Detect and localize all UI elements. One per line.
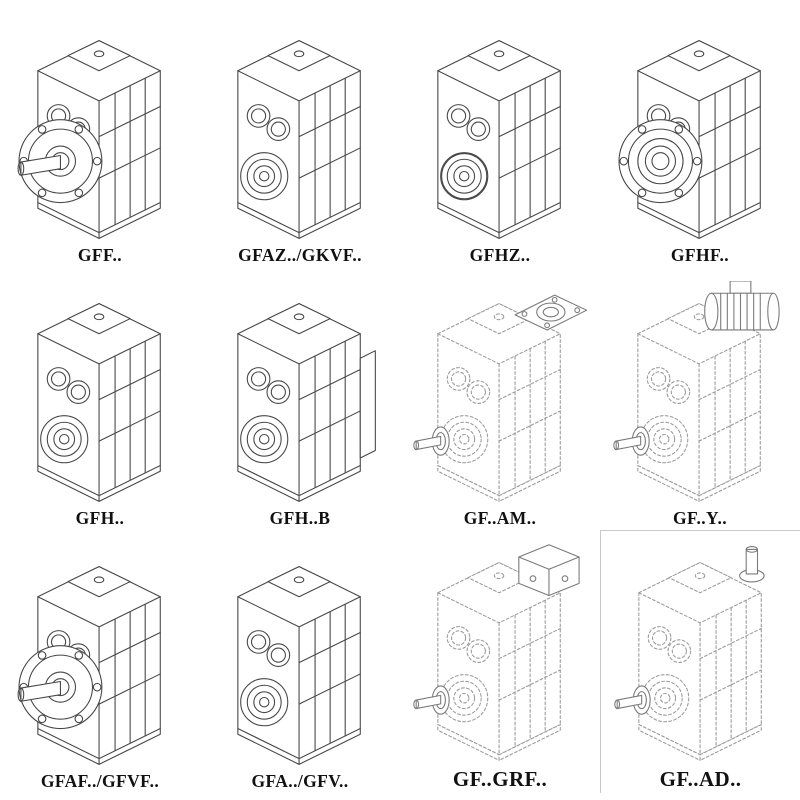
gearbox-drawing-hollow-shaft bbox=[237, 39, 361, 239]
catalog-cell-gfaz-gkvf: GFAZ../GKVF.. bbox=[200, 4, 400, 267]
catalog-cell-gfh-b: GFH..B bbox=[200, 267, 400, 530]
model-label: GF..AD.. bbox=[659, 767, 742, 791]
gearbox-drawing-input-adapter-box bbox=[413, 544, 580, 761]
model-label: GFF.. bbox=[77, 244, 123, 265]
catalog-cell-gff: GFF.. bbox=[0, 4, 200, 267]
gearbox-drawing-output-flange-solid-shaft bbox=[17, 565, 161, 765]
model-label: GFAZ../GKVF.. bbox=[238, 244, 362, 265]
catalog-cell-gfaf-gfvf: GFAF../GFVF.. bbox=[0, 530, 200, 793]
model-label: GFHZ.. bbox=[469, 244, 531, 265]
model-label: GFA../GFV.. bbox=[251, 770, 349, 791]
gearbox-drawing-with-motor bbox=[613, 280, 780, 502]
gearbox-drawing-hollow-shaft-shrink-disc bbox=[437, 39, 561, 239]
catalog-cell-gfhf: GFHF.. bbox=[600, 4, 800, 267]
catalog-cell-gf-am: GF..AM.. bbox=[400, 267, 600, 530]
model-label: GF..GRF.. bbox=[452, 767, 548, 791]
catalog-cell-gfhz: GFHZ.. bbox=[400, 4, 600, 267]
model-label: GFHF.. bbox=[670, 244, 730, 265]
gearbox-drawing-hollow-shaft bbox=[237, 565, 361, 765]
model-label: GFAF../GFVF.. bbox=[40, 770, 160, 791]
catalog-cell-gf-ad: GF..AD.. bbox=[600, 530, 800, 793]
gearbox-drawing-top-input-shaft bbox=[613, 546, 765, 761]
catalog-cell-gf-grf: GF..GRF.. bbox=[400, 530, 600, 793]
catalog-cell-gfa-gfv: GFA../GFV.. bbox=[200, 530, 400, 793]
gearbox-drawing-output-flange-hollow-shaft bbox=[618, 39, 761, 239]
model-label: GF..Y.. bbox=[672, 507, 728, 528]
model-label: GF..AM.. bbox=[463, 507, 537, 528]
model-label: GFH..B bbox=[269, 507, 331, 528]
gearbox-drawing-motor-adapter-flange bbox=[413, 294, 588, 502]
catalog-cell-gf-y: GF..Y.. bbox=[600, 267, 800, 530]
gearbox-drawing-hollow-shaft-foot-b bbox=[237, 302, 376, 502]
model-label: GFH.. bbox=[75, 507, 125, 528]
gearbox-drawing-hollow-shaft-foot bbox=[37, 302, 161, 502]
gearbox-drawing-output-flange-solid-shaft bbox=[17, 39, 161, 239]
catalog-cell-gfh: GFH.. bbox=[0, 267, 200, 530]
